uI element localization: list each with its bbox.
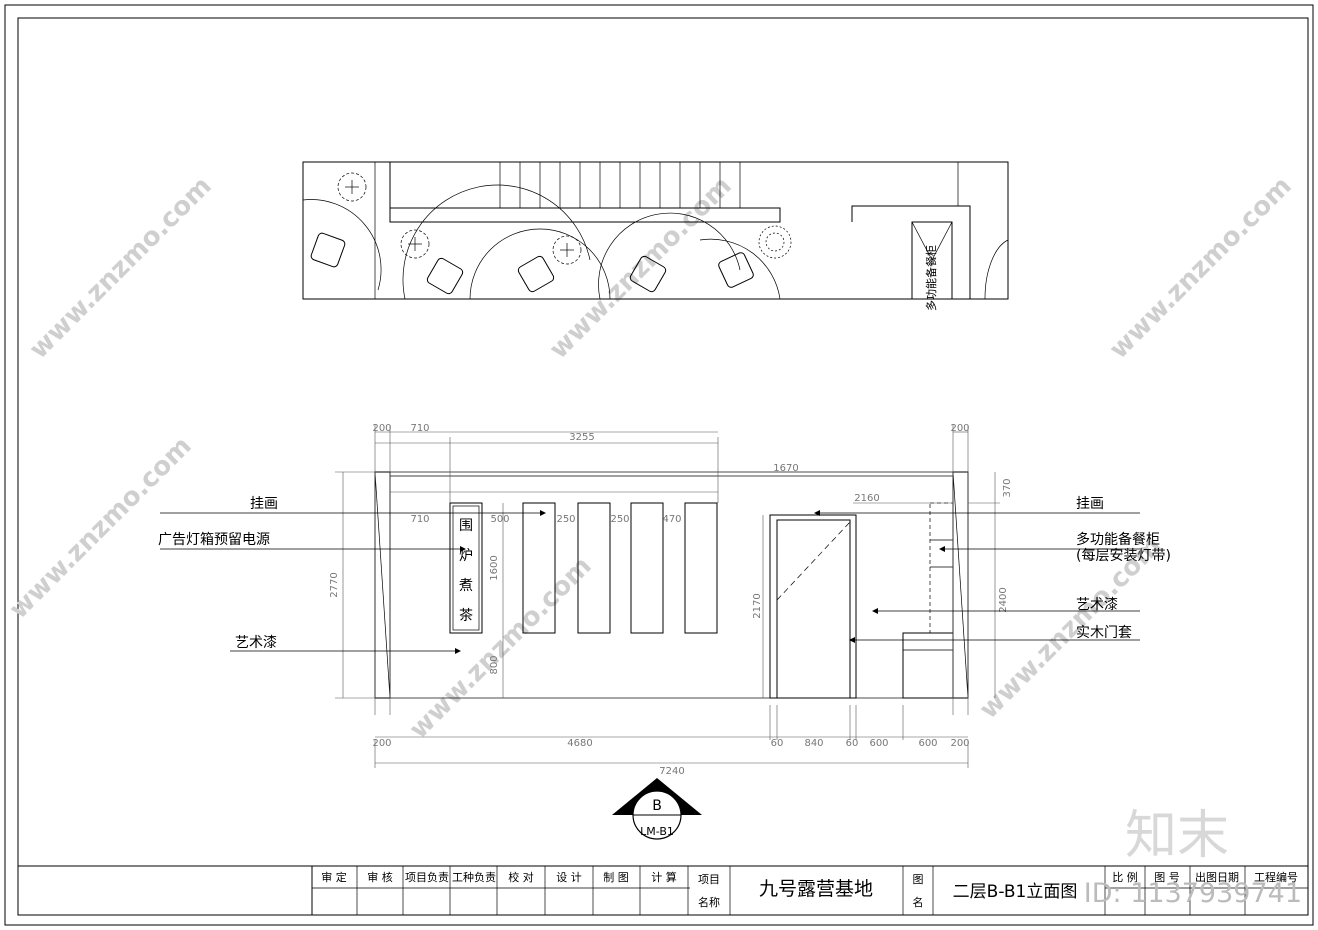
logo-watermark: 知末 bbox=[1125, 806, 1229, 866]
tb-cell: 校 对 bbox=[508, 870, 534, 884]
dimension: 840 bbox=[804, 738, 823, 749]
dimension: 2170 bbox=[752, 593, 763, 618]
dimension: 1670 bbox=[773, 463, 798, 474]
dimension: 500 bbox=[490, 514, 509, 525]
chair bbox=[629, 255, 667, 293]
section-code: LM-B1 bbox=[640, 825, 674, 838]
dimension: 710 bbox=[410, 423, 429, 434]
panel-char: 炉 bbox=[459, 548, 473, 564]
dimension: 2160 bbox=[854, 493, 879, 504]
project-label: 名称 bbox=[698, 895, 720, 909]
callout-left-art-paint: 艺术漆 bbox=[235, 635, 277, 651]
tb-cell: 制 图 bbox=[603, 871, 629, 884]
callout-right-painting: 挂画 bbox=[1076, 496, 1104, 512]
project-name: 九号露营基地 bbox=[759, 878, 873, 900]
dimension: 4680 bbox=[567, 738, 592, 749]
tb-cell: 审 定 bbox=[321, 870, 347, 884]
art-panel bbox=[630, 502, 664, 634]
panel-char: 茶 bbox=[459, 608, 473, 624]
art-panel bbox=[577, 502, 611, 634]
plant-icon bbox=[337, 172, 367, 202]
tb-date: 出图日期 bbox=[1195, 870, 1239, 884]
dimension: 370 bbox=[1002, 478, 1013, 497]
drawing-label: 名 bbox=[913, 895, 924, 909]
section-marker: B LM-B1 bbox=[612, 778, 702, 840]
elevation-view: 围 炉 煮 茶 bbox=[158, 423, 1171, 777]
dimension: 2400 bbox=[998, 587, 1009, 612]
art-panel bbox=[522, 502, 556, 634]
callout-lightbox-power: 广告灯箱预留电源 bbox=[158, 532, 270, 548]
dimension: 600 bbox=[869, 738, 888, 749]
title-block: 审 定 审 核 项目负责 工种负责 校 对 设 计 制 图 计 算 项目 名称 … bbox=[18, 865, 1308, 915]
dimension: 800 bbox=[489, 655, 500, 674]
plant-icon bbox=[400, 229, 430, 259]
dimension: 3255 bbox=[569, 432, 594, 443]
tb-cell: 项目负责 bbox=[405, 870, 449, 884]
panel-char: 围 bbox=[459, 518, 473, 534]
dimension: 60 bbox=[771, 738, 784, 749]
dimension: 710 bbox=[410, 514, 429, 525]
dimension: 600 bbox=[918, 738, 937, 749]
art-panel bbox=[684, 502, 718, 634]
tb-drawing-no: 图 号 bbox=[1154, 871, 1180, 884]
panel-lightbox: 围 炉 煮 茶 bbox=[449, 502, 483, 634]
callout-door-frame: 实木门套 bbox=[1076, 625, 1132, 641]
drawing-name: 二层B-B1立面图 bbox=[953, 882, 1078, 902]
plan-view: 多功能备餐柜 bbox=[302, 161, 1009, 311]
section-letter: B bbox=[652, 798, 662, 814]
dimension: 200 bbox=[372, 423, 391, 434]
callout-right-art-paint: 艺术漆 bbox=[1076, 597, 1118, 613]
plant-icon bbox=[552, 235, 582, 265]
dimension: 60 bbox=[846, 738, 859, 749]
watermark-text: www.znzmo.com bbox=[544, 171, 738, 365]
dimension: 2770 bbox=[329, 572, 340, 597]
dimension: 200 bbox=[950, 738, 969, 749]
dimension: 470 bbox=[662, 514, 681, 525]
id-watermark: ID: 1137939741 bbox=[1084, 878, 1302, 909]
callout-cabinet-note: (每层安装灯带) bbox=[1076, 548, 1171, 564]
plan-cabinet-label: 多功能备餐柜 bbox=[924, 245, 938, 311]
tb-cell: 审 核 bbox=[367, 870, 393, 884]
dimension: 7240 bbox=[659, 766, 684, 777]
watermark-text: www.znzmo.com bbox=[1104, 171, 1298, 365]
dimension: 200 bbox=[372, 738, 391, 749]
tb-cell: 工种负责 bbox=[452, 870, 496, 884]
project-label: 项目 bbox=[698, 873, 720, 886]
dimension: 250 bbox=[556, 514, 575, 525]
drawing-label: 图 bbox=[913, 873, 924, 886]
dimension: 250 bbox=[610, 514, 629, 525]
outer-border bbox=[4, 4, 1314, 926]
dimension: 200 bbox=[950, 423, 969, 434]
tb-cell: 计 算 bbox=[651, 870, 677, 884]
callout-cabinet: 多功能备餐柜 bbox=[1076, 531, 1160, 548]
panel-char: 煮 bbox=[459, 578, 473, 594]
watermark-text: www.znzmo.com bbox=[24, 171, 218, 365]
cabinet bbox=[902, 502, 954, 699]
chair bbox=[426, 257, 464, 295]
door bbox=[769, 514, 857, 699]
tb-cell: 设 计 bbox=[556, 871, 582, 884]
watermark-layer: www.znzmo.com www.znzmo.com www.znzmo.co… bbox=[4, 171, 1298, 745]
chair bbox=[310, 232, 346, 268]
tb-scale: 比 例 bbox=[1112, 870, 1138, 884]
chair bbox=[517, 255, 555, 293]
watermark-text: www.znzmo.com bbox=[404, 551, 598, 745]
watermark-text: www.znzmo.com bbox=[4, 431, 198, 625]
callout-left-painting: 挂画 bbox=[250, 496, 278, 512]
chair bbox=[718, 252, 754, 288]
inner-border bbox=[17, 17, 1309, 916]
dimension: 1600 bbox=[489, 555, 500, 580]
plant-icon bbox=[758, 225, 792, 259]
tb-project-no: 工程编号 bbox=[1254, 870, 1298, 884]
